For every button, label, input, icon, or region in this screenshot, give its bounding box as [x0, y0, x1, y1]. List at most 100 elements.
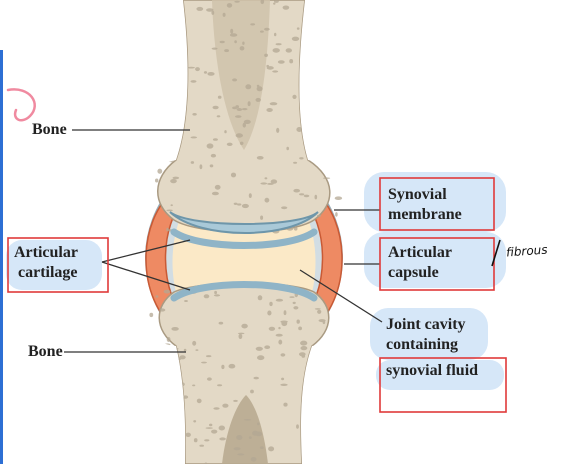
label-synovial-membrane-1: Synovial — [388, 186, 447, 204]
label-articular-cartilage-2: cartilage — [18, 264, 78, 282]
bone-pore — [308, 441, 312, 444]
bone-pore — [257, 355, 264, 360]
bone-pore — [260, 446, 264, 449]
bone-pore — [192, 113, 196, 116]
bone-pore — [165, 96, 168, 100]
label-joint-cavity-1: Joint cavity — [386, 316, 466, 334]
bone-pore — [307, 459, 314, 463]
bone-pore — [242, 42, 244, 45]
bone-pore — [335, 212, 338, 217]
bone-pore — [207, 377, 212, 380]
bone-pore — [219, 437, 226, 440]
label-bone-bottom: Bone — [28, 343, 63, 361]
bone-pore — [334, 456, 338, 458]
bone-pore — [289, 296, 294, 298]
bone-pore — [268, 446, 274, 451]
bone-pore — [269, 327, 275, 331]
bone-pore — [191, 161, 194, 164]
bone-pore — [173, 119, 179, 121]
bone-pore — [157, 407, 164, 409]
bone-pore — [272, 70, 278, 72]
bone-pore — [170, 179, 177, 183]
bone-pore — [265, 177, 268, 179]
bone-pore — [165, 98, 172, 100]
bone-pore — [213, 407, 219, 410]
bone-pore — [242, 108, 248, 110]
label-articular-capsule-2: capsule — [388, 264, 439, 282]
bone-pore — [276, 128, 279, 133]
bone-pore — [151, 363, 156, 367]
bone-pore — [149, 165, 154, 168]
label-articular-capsule-1: Articular — [388, 244, 452, 262]
bone-pore — [227, 143, 233, 146]
bone-pore — [274, 33, 276, 37]
bone-pore — [168, 160, 174, 162]
bone-pore — [292, 37, 299, 41]
bone-pore — [191, 136, 198, 138]
bone-pore — [229, 364, 236, 369]
bone-pore — [212, 48, 218, 50]
bone-pore — [219, 426, 225, 431]
bone-pore — [239, 334, 243, 339]
bone-pore — [242, 204, 249, 208]
bone-pore — [250, 23, 255, 25]
bone-pore — [264, 54, 268, 57]
bone-pore — [308, 67, 313, 69]
bone-pore — [236, 435, 242, 440]
bone-pore — [310, 447, 317, 452]
bone-pore — [317, 110, 322, 112]
bone-pore — [243, 123, 246, 128]
bone-pore — [192, 385, 195, 387]
bone-pore — [149, 386, 152, 388]
bone-pore — [169, 390, 176, 394]
bone-pore — [234, 447, 241, 450]
bone-pore — [170, 112, 175, 115]
bone-pore — [299, 193, 304, 195]
bone-pore — [210, 164, 214, 167]
bone-pore — [276, 334, 283, 337]
bone-pore — [297, 27, 300, 29]
bone-pore — [163, 7, 168, 12]
bone-pore — [153, 385, 160, 387]
bone-pore — [213, 106, 219, 109]
bone-pore — [155, 179, 158, 183]
bone-pore — [294, 227, 298, 231]
bone-pore — [171, 142, 176, 147]
bone-pore — [207, 72, 214, 76]
bone-pore — [163, 8, 171, 11]
bone-pore — [238, 333, 245, 335]
bone-pore — [171, 327, 178, 331]
bone-pore — [221, 365, 224, 369]
bone-pore — [177, 81, 180, 84]
bone-pore — [165, 140, 170, 144]
bone-pore — [249, 193, 252, 198]
bone-pore — [327, 151, 333, 155]
bone-pore — [206, 355, 211, 357]
bone-pore — [249, 436, 252, 439]
bone-pore — [304, 88, 307, 92]
bone-pore — [230, 33, 237, 37]
bone-pore — [327, 448, 330, 451]
bone-pore — [170, 82, 174, 85]
bone-pore — [197, 399, 202, 404]
bone-pore — [283, 403, 287, 407]
bone-pore — [245, 84, 251, 89]
bone-pore — [162, 73, 165, 77]
bone-pore — [211, 430, 217, 434]
bone-pore — [260, 216, 263, 220]
bone-pore — [166, 228, 169, 232]
bone-pore — [149, 157, 155, 159]
bone-pore — [233, 400, 238, 402]
bone-pore — [164, 290, 171, 294]
bone-pore — [278, 60, 285, 63]
bone-pore — [204, 71, 207, 74]
bone-pore — [148, 453, 154, 455]
bone-pore — [195, 349, 198, 351]
bone-pore — [217, 115, 221, 117]
bone-pore — [324, 442, 332, 446]
bone-pore — [273, 3, 275, 5]
bone-pore — [335, 196, 342, 200]
bone-pore — [162, 406, 167, 409]
bone-pore — [286, 147, 289, 150]
